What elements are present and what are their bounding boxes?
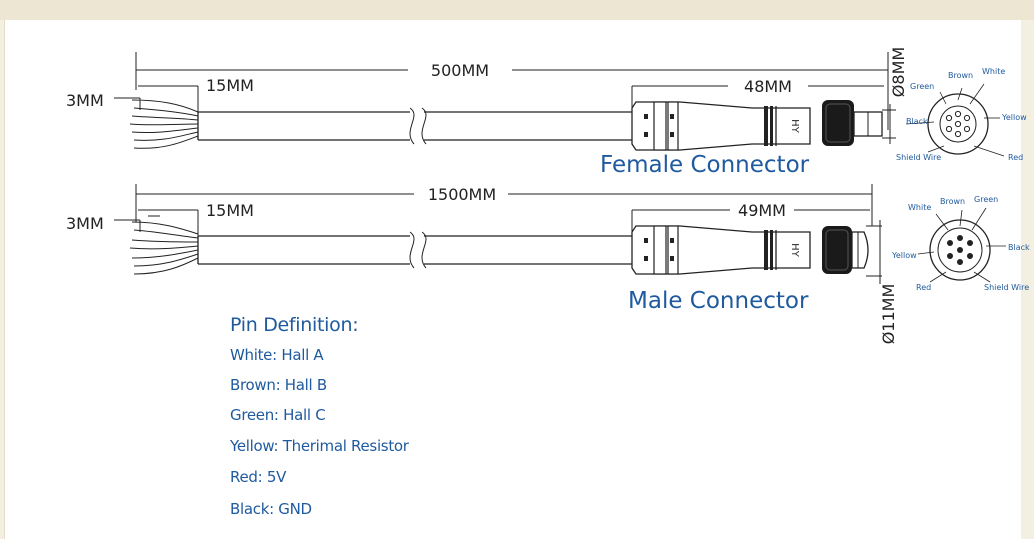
female-pin-brown: Brown (948, 71, 973, 80)
male-pin-red: Red (916, 283, 931, 292)
female-pin-black: Black (906, 117, 928, 126)
male-pin-shield: Shield Wire (984, 283, 1029, 292)
female-pin-red: Red (1008, 153, 1023, 162)
pin-definition-item: Red: 5V (230, 468, 287, 486)
male-pin-yellow: Yellow (891, 251, 917, 260)
male-pin-face (917, 207, 1006, 283)
male-pin-green: Green (974, 195, 998, 204)
female-diameter: Ø8MM (889, 47, 908, 97)
female-pin-green: Green (910, 82, 934, 91)
male-cable-drawing: HY (114, 184, 882, 284)
male-pin-black: Black (1008, 243, 1030, 252)
pin-definition-item: Brown: Hall B (230, 376, 327, 394)
female-wire-dim: 3MM (66, 91, 104, 110)
female-connector-title: Female Connector (600, 152, 810, 178)
pin-definition-item: Yellow: Therimal Resistor (230, 437, 409, 455)
male-pin-white: White (908, 203, 931, 212)
pin-definition-title: Pin Definition: (230, 314, 359, 336)
male-wire-dim: 3MM (66, 214, 104, 233)
female-length-dim: 500MM (431, 61, 489, 80)
pin-definition-item: Black: GND (230, 500, 312, 518)
male-connector-length: 49MM (738, 201, 786, 220)
pin-definition-item: Green: Hall C (230, 406, 326, 424)
female-connector-length: 48MM (744, 77, 792, 96)
female-pin-yellow: Yellow (1001, 113, 1027, 122)
female-strip-dim: 15MM (206, 76, 254, 95)
male-diameter: Ø11MM (879, 284, 898, 345)
male-connector-title: Male Connector (628, 288, 809, 314)
female-pin-face (905, 83, 1005, 157)
male-logo: HY (789, 243, 800, 258)
male-length-dim: 1500MM (428, 185, 496, 204)
male-strip-dim: 15MM (206, 201, 254, 220)
female-logo: HY (789, 119, 800, 134)
male-pin-brown: Brown (940, 197, 965, 206)
pin-definition-item: White: Hall A (230, 346, 324, 364)
female-pin-white: White (982, 67, 1005, 76)
female-pin-shield: Shield Wire (896, 153, 941, 162)
female-cable-drawing: HY (114, 52, 896, 151)
